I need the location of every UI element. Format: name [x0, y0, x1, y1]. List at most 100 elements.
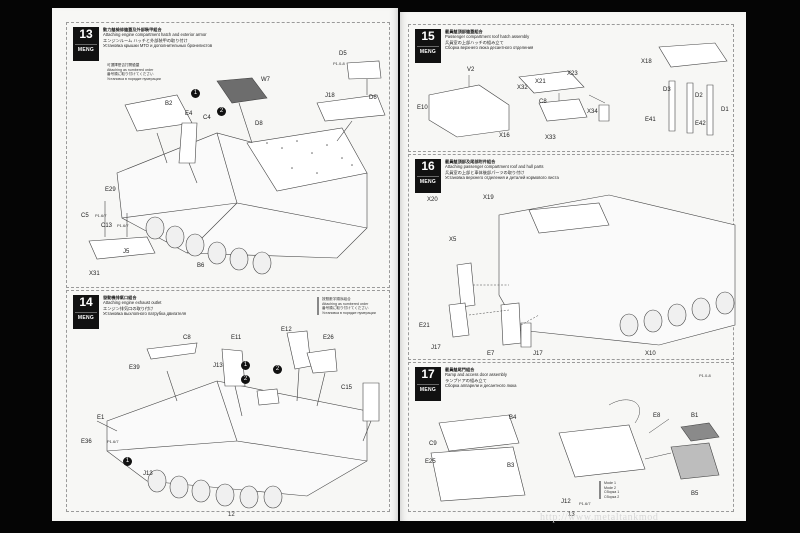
part-j17-left: J17	[431, 345, 441, 351]
part-d6: D6	[369, 95, 377, 101]
part-x33: X33	[545, 135, 556, 141]
step-16-drawing	[448, 194, 736, 348]
part-b1: B1	[691, 413, 699, 419]
callout-2: 2	[273, 365, 282, 374]
part-e36: E36	[81, 439, 92, 445]
step-16-panel: 16 MENG 載員艙頂部及尾部附件組合 Attaching passenger…	[408, 154, 736, 360]
meng-logo: MENG	[75, 312, 97, 323]
part-v2: V2	[467, 67, 475, 73]
meng-logo: MENG	[417, 46, 439, 57]
title-zh: 動力艙檢修艙蓋及外部裝甲組合	[103, 27, 162, 32]
part-j13-top: J13	[213, 363, 223, 369]
part-b2: B2	[165, 101, 173, 107]
part-c8: C8	[539, 99, 547, 105]
numbered-order-legend: 按照數字順序組合 Attaching as numbered order 番号順…	[317, 297, 376, 316]
step-13-drawing	[88, 60, 386, 275]
callout-2: 2	[241, 375, 250, 384]
title-ja: ランプドアの組み立て	[445, 377, 487, 383]
title-zh: 發動機排氣口組合	[103, 295, 137, 300]
part-e25: E25	[425, 459, 436, 465]
meng-logo: MENG	[417, 176, 439, 187]
part-d1: D1	[721, 107, 729, 113]
part-x20: X20	[427, 197, 438, 203]
numbered-order-note: 可選擇是否打開艙蓋 Attaching as numbered order 番号…	[107, 63, 161, 81]
step-17-panel: 17 MENG 載員艙尾門組合 Ramp and access door ass…	[408, 362, 734, 512]
step-13-panel: 13 MENG 動力艙檢修艙蓋及外部裝甲組合 Attaching engine …	[66, 22, 390, 288]
step-16-badge: 16 MENG	[415, 159, 441, 193]
part-e42: E42	[695, 121, 706, 127]
part-b5: B5	[691, 491, 699, 497]
part-x23: X23	[567, 71, 578, 77]
part-j13-bottom: J13	[143, 471, 153, 477]
step-16-header: 16 MENG 載員艙頂部及尾部附件組合 Attaching passenger…	[409, 155, 733, 193]
part-x10: X10	[645, 351, 656, 357]
step-15-drawing	[428, 42, 728, 138]
callout-1: 1	[123, 457, 132, 466]
title-en: Ramp and access door assembly	[445, 372, 507, 378]
title-en: Attaching engine exhaust outlet	[103, 300, 162, 306]
part-j5: J5	[123, 249, 130, 255]
part-e29: E29	[105, 187, 116, 193]
title-en: Passenger compartment roof hatch assembl…	[445, 34, 530, 40]
title-zh: 載員艙頂部艙蓋組合	[445, 29, 483, 34]
step-number: 14	[79, 295, 93, 309]
part-x31: X31	[89, 271, 100, 277]
part-b6: B6	[197, 263, 205, 269]
step-17-header: 17 MENG 載員艙尾門組合 Ramp and access door ass…	[409, 363, 733, 401]
meng-logo: MENG	[417, 384, 439, 395]
part-ref-j12: P1.6/7	[579, 501, 591, 506]
step-15-titles: 載員艙頂部艙蓋組合 Passenger compartment roof hat…	[445, 29, 533, 51]
step-13-titles: 動力艙檢修艙蓋及外部裝甲組合 Attaching engine compartm…	[103, 27, 212, 49]
part-c8: C8	[183, 335, 191, 341]
part-e4: E4	[185, 111, 193, 117]
step-number: 16	[421, 159, 435, 173]
step-16-titles: 載員艙頂部及尾部附件組合 Attaching passenger compart…	[445, 159, 559, 181]
step-17-titles: 載員艙尾門組合 Ramp and access door assembly ラン…	[445, 367, 517, 389]
part-x19: X19	[483, 195, 494, 201]
right-page: 15 MENG 載員艙頂部艙蓋組合 Passenger compartment …	[400, 12, 746, 521]
step-14-badge: 14 MENG	[73, 295, 99, 329]
part-b4: B4	[509, 415, 517, 421]
meng-logo: MENG	[75, 44, 97, 55]
callout-1: 1	[191, 89, 200, 98]
page-number: 13	[568, 512, 575, 518]
part-e26: E26	[323, 335, 334, 341]
part-j12: J12	[561, 499, 571, 505]
part-c13: C13	[101, 223, 113, 229]
part-e39: E39	[129, 365, 140, 371]
step-17-badge: 17 MENG	[415, 367, 441, 401]
callout-2: 2	[217, 107, 226, 116]
part-e11: E11	[231, 335, 242, 341]
callout-1: 1	[241, 361, 250, 370]
part-j17-right: J17	[533, 351, 543, 357]
mode-legend: Mode 1 Mode 2 Сборка 1 Сборка 2	[599, 481, 619, 500]
step-14-header: 14 MENG 發動機排氣口組合 Attaching engine exhaus…	[67, 291, 389, 329]
part-b3: B3	[507, 463, 515, 469]
part-e1: E1	[97, 415, 105, 421]
part-ref: P1.6/7	[107, 439, 119, 444]
part-d8: D8	[255, 121, 263, 127]
part-c5: C5	[81, 213, 89, 219]
title-ru: Установка крышки МТО и дополнительных бр…	[103, 43, 213, 49]
part-ref-b: P1.6/7	[117, 223, 129, 228]
part-ref: P1.0-8	[699, 373, 711, 378]
step-15-panel: 15 MENG 載員艙頂部艙蓋組合 Passenger compartment …	[408, 24, 734, 152]
part-ref-a: P1.6/7	[95, 213, 107, 218]
part-x18: X18	[641, 59, 652, 65]
part-e10: E10	[417, 105, 428, 111]
part-j18: J18	[325, 93, 335, 99]
title-zh: 載員艙尾門組合	[445, 367, 475, 372]
step-15-badge: 15 MENG	[415, 29, 441, 63]
step-number: 15	[421, 29, 435, 43]
part-ref: P1.0-8	[333, 61, 345, 66]
part-d3: D3	[663, 87, 671, 93]
title-ru: Сборка верхнего люка десантного отделени…	[445, 45, 534, 51]
title-ja: エンジン排気口の取り付け	[103, 305, 154, 311]
step-14-titles: 發動機排氣口組合 Attaching engine exhaust outlet…	[103, 295, 186, 317]
part-x34: X34	[587, 109, 598, 115]
part-x5: X5	[449, 237, 457, 243]
part-e21: E21	[419, 323, 430, 329]
title-en: Attaching passenger compartment roof and…	[445, 164, 544, 170]
part-w7: W7	[261, 77, 270, 83]
part-x16: X16	[499, 133, 510, 139]
